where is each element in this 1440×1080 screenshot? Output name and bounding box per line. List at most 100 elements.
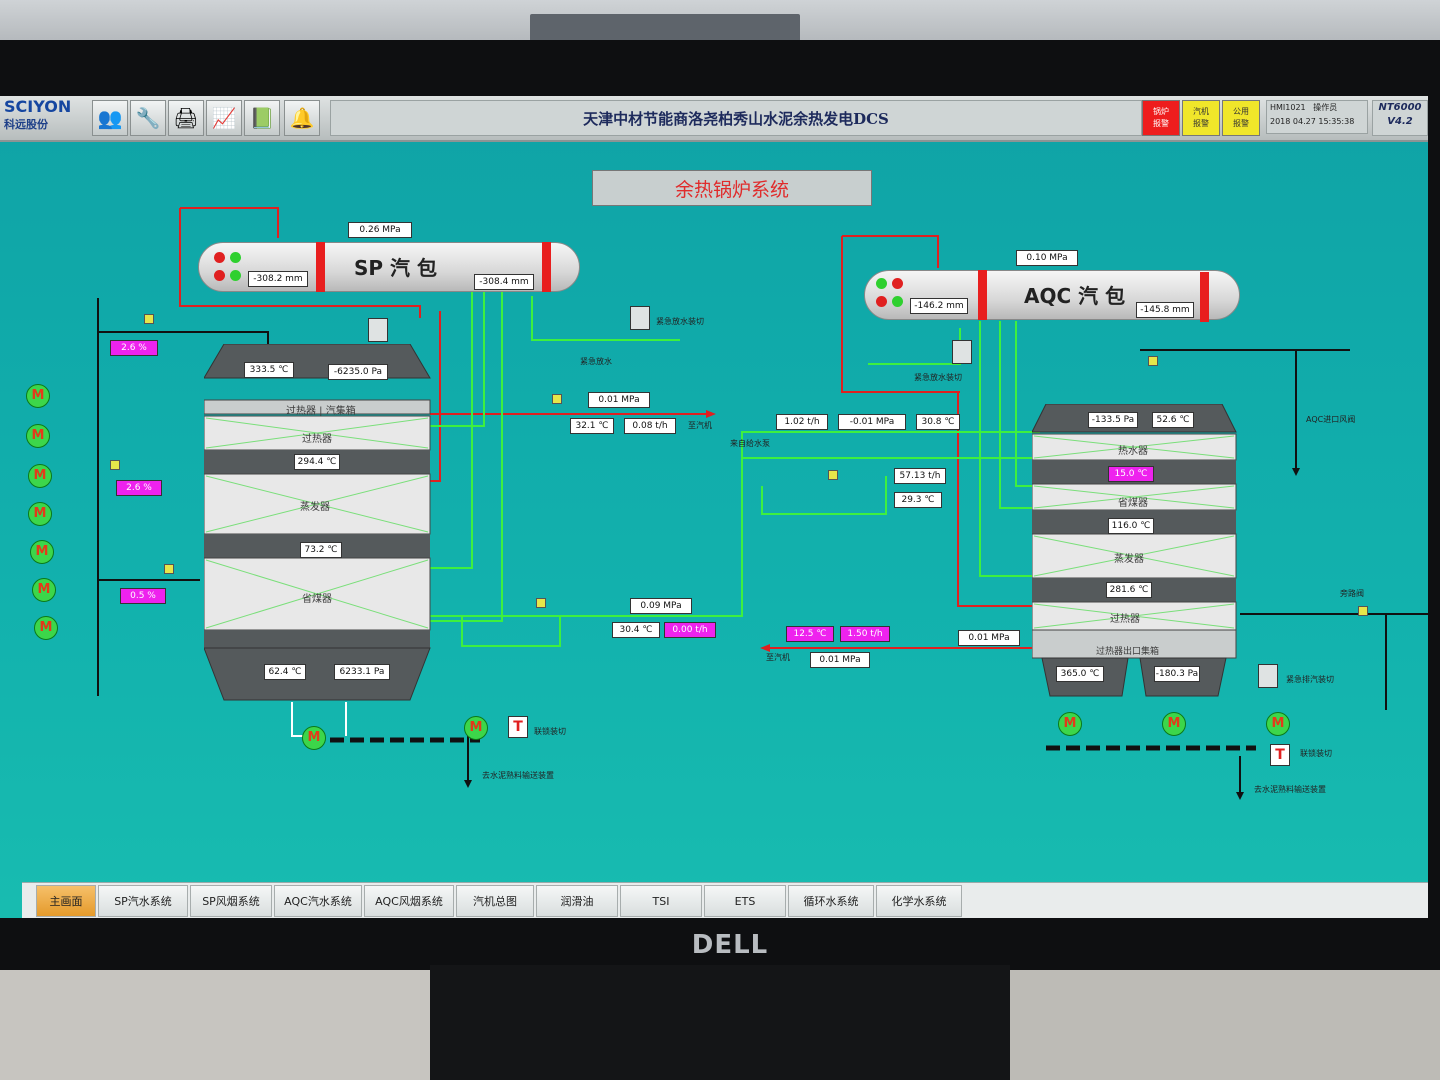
sp-temp-294[interactable]: 294.4 ℃ bbox=[294, 454, 340, 470]
system-title: 天津中材节能商洛尧柏秀山水泥余热发电DCS bbox=[330, 100, 1142, 136]
report-button[interactable]: 📗 bbox=[244, 100, 280, 136]
aqc-drum-led-3 bbox=[876, 296, 887, 307]
motor-7-icon[interactable]: M bbox=[34, 616, 58, 640]
aqc-temp-magenta[interactable]: 15.0 ℃ bbox=[1108, 466, 1154, 482]
sp-temp-top[interactable]: 333.5 ℃ bbox=[244, 362, 294, 378]
aqc-conveyor-motor-1-icon[interactable]: M bbox=[1058, 712, 1082, 736]
tab-aqc-water[interactable]: AQC汽水系统 bbox=[274, 885, 362, 917]
alarm-turbine-button[interactable]: 汽机 报警 bbox=[1182, 100, 1220, 136]
aqc-flow[interactable]: 1.02 t/h bbox=[776, 414, 828, 430]
tab-circulating-water[interactable]: 循环水系统 bbox=[788, 885, 874, 917]
sp-temp-73[interactable]: 73.2 ℃ bbox=[300, 542, 342, 558]
valve-status-5 bbox=[1358, 606, 1368, 616]
aqc-press-top[interactable]: -133.5 Pa bbox=[1088, 412, 1138, 428]
tab-sp-water[interactable]: SP汽水系统 bbox=[98, 885, 188, 917]
sp-drum-led-4 bbox=[230, 270, 241, 281]
sp-feed-pressure[interactable]: 0.09 MPa bbox=[630, 598, 692, 614]
sp-blow-switch-icon[interactable]: T bbox=[508, 716, 528, 738]
tab-aqc-flue[interactable]: AQC风烟系统 bbox=[364, 885, 454, 917]
trend-button[interactable]: 📈 bbox=[206, 100, 242, 136]
aqc-blow-switch-icon[interactable]: T bbox=[1270, 744, 1290, 766]
motor-1-icon[interactable]: M bbox=[26, 384, 50, 408]
aqc-emergency-label: 紧急放水装切 bbox=[914, 373, 962, 382]
sp-feed-flow[interactable]: 0.00 t/h bbox=[664, 622, 716, 638]
sp-drum-level-left[interactable]: -308.2 mm bbox=[248, 271, 308, 287]
sp-damper-3-value[interactable]: 0.5 % bbox=[120, 588, 166, 604]
aqc-temp-top[interactable]: 52.6 ℃ bbox=[1152, 412, 1194, 428]
aqc-temp-281[interactable]: 281.6 ℃ bbox=[1106, 582, 1152, 598]
aqc-ash-motor-icon[interactable]: M bbox=[1266, 712, 1290, 736]
tab-sp-flue[interactable]: SP风烟系统 bbox=[190, 885, 272, 917]
aqc-section-superheater: 过热器 bbox=[1110, 614, 1140, 625]
aqc-conveyor-motor-2-icon[interactable]: M bbox=[1162, 712, 1186, 736]
tab-main[interactable]: 主画面 bbox=[36, 885, 96, 917]
sp-top-switch-icon[interactable] bbox=[368, 318, 388, 342]
aqc-drum-level-right[interactable]: -145.8 mm bbox=[1136, 302, 1194, 318]
motor-5-icon[interactable]: M bbox=[30, 540, 54, 564]
feed-temp[interactable]: 29.3 ℃ bbox=[894, 492, 942, 508]
sp-emergency-switch-icon[interactable] bbox=[630, 306, 650, 330]
aqc-temp-out[interactable]: 365.0 ℃ bbox=[1056, 666, 1104, 682]
motor-6-icon[interactable]: M bbox=[32, 578, 56, 602]
motor-2-icon[interactable]: M bbox=[26, 424, 50, 448]
wrench-icon: 🔧 bbox=[135, 106, 161, 130]
alarm-common-button[interactable]: 公用 报警 bbox=[1222, 100, 1260, 136]
tab-chemical-water[interactable]: 化学水系统 bbox=[876, 885, 962, 917]
sp-drum-bar-left bbox=[316, 242, 325, 292]
alarm-boiler-button[interactable]: 锅炉 报警 bbox=[1142, 100, 1180, 136]
aqc-pressure-2[interactable]: 0.01 MPa bbox=[810, 652, 870, 668]
sp-damper-1-value[interactable]: 2.6 % bbox=[110, 340, 158, 356]
aqc-vent-switch-icon[interactable] bbox=[1258, 664, 1278, 688]
motor-4-icon[interactable]: M bbox=[28, 502, 52, 526]
to-turbine-label: 至汽机 bbox=[688, 421, 712, 430]
brand-sub: 科远股份 bbox=[4, 118, 48, 131]
aqc-emergency-switch-icon[interactable] bbox=[952, 340, 972, 364]
sp-section-evaporator: 蒸发器 bbox=[300, 502, 330, 513]
users-button[interactable]: 👥 bbox=[92, 100, 128, 136]
aqc-drum-led-4 bbox=[892, 296, 903, 307]
tab-ets[interactable]: ETS bbox=[704, 885, 786, 917]
aqc-red-top bbox=[842, 235, 939, 268]
feed-flow[interactable]: 57.13 t/h bbox=[894, 468, 946, 484]
sp-drum-level-right[interactable]: -308.4 mm bbox=[474, 274, 534, 290]
brand-logo: SCIYON 科远股份 bbox=[4, 98, 86, 136]
sp-conveyor-motor-icon[interactable]: M bbox=[302, 726, 326, 750]
sp-drain-line bbox=[531, 296, 680, 341]
sp-steam-flow[interactable]: 0.08 t/h bbox=[624, 418, 676, 434]
aqc-drum-level-left[interactable]: -146.2 mm bbox=[910, 298, 968, 314]
sp-press-top[interactable]: -6235.0 Pa bbox=[328, 364, 388, 380]
sp-section-superheater-header: 过热器 | 汽集箱 bbox=[286, 406, 356, 417]
damper-status-1 bbox=[144, 314, 154, 324]
sp-feed-temp[interactable]: 30.4 ℃ bbox=[612, 622, 660, 638]
sp-drum-pressure[interactable]: 0.26 MPa bbox=[348, 222, 412, 238]
aqc-drum-pressure[interactable]: 0.10 MPa bbox=[1016, 250, 1078, 266]
sp-damper-2-value[interactable]: 2.6 % bbox=[116, 480, 162, 496]
aqc-temp-116[interactable]: 116.0 ℃ bbox=[1108, 518, 1154, 534]
sp-section-economizer: 省煤器 bbox=[302, 594, 332, 605]
page-title: 余热锅炉系统 bbox=[592, 170, 872, 206]
tab-turbine[interactable]: 汽机总图 bbox=[456, 885, 534, 917]
desk-surface-right bbox=[1000, 965, 1440, 1080]
tools-button[interactable]: 🔧 bbox=[130, 100, 166, 136]
tab-lube-oil[interactable]: 润滑油 bbox=[536, 885, 618, 917]
station-id: HMI1021 bbox=[1270, 103, 1306, 112]
sp-steam-pressure[interactable]: 0.01 MPa bbox=[588, 392, 650, 408]
aqc-press-out[interactable]: -180.3 Pa bbox=[1154, 666, 1200, 682]
print-button[interactable]: 🖨 bbox=[168, 100, 204, 136]
alarm-bell-button[interactable]: 🔔 bbox=[284, 100, 320, 136]
aqc-steam-temp[interactable]: 12.5 ℃ bbox=[786, 626, 834, 642]
sp-ash-motor-icon[interactable]: M bbox=[464, 716, 488, 740]
product-name: NT6000 bbox=[1378, 102, 1422, 113]
sp-press-out[interactable]: 6233.1 Pa bbox=[334, 664, 390, 680]
dcs-screen: SCIYON 科远股份 👥 🔧 🖨 📈 📗 🔔 天津中材节能商洛尧柏秀山水泥余热… bbox=[0, 96, 1428, 918]
aqc-pressure[interactable]: -0.01 MPa bbox=[838, 414, 906, 430]
aqc-temp[interactable]: 30.8 ℃ bbox=[916, 414, 960, 430]
aqc-blow-label: 联锁装切 bbox=[1300, 749, 1332, 758]
tab-tsi[interactable]: TSI bbox=[620, 885, 702, 917]
aqc-steam-flow[interactable]: 1.50 t/h bbox=[840, 626, 890, 642]
sp-temp-out[interactable]: 62.4 ℃ bbox=[264, 664, 306, 680]
aqc-steam-pressure[interactable]: 0.01 MPa bbox=[958, 630, 1020, 646]
sp-ash-dest-label: 去水泥熟料输送装置 bbox=[482, 771, 554, 780]
sp-steam-temp[interactable]: 32.1 ℃ bbox=[570, 418, 614, 434]
motor-3-icon[interactable]: M bbox=[28, 464, 52, 488]
